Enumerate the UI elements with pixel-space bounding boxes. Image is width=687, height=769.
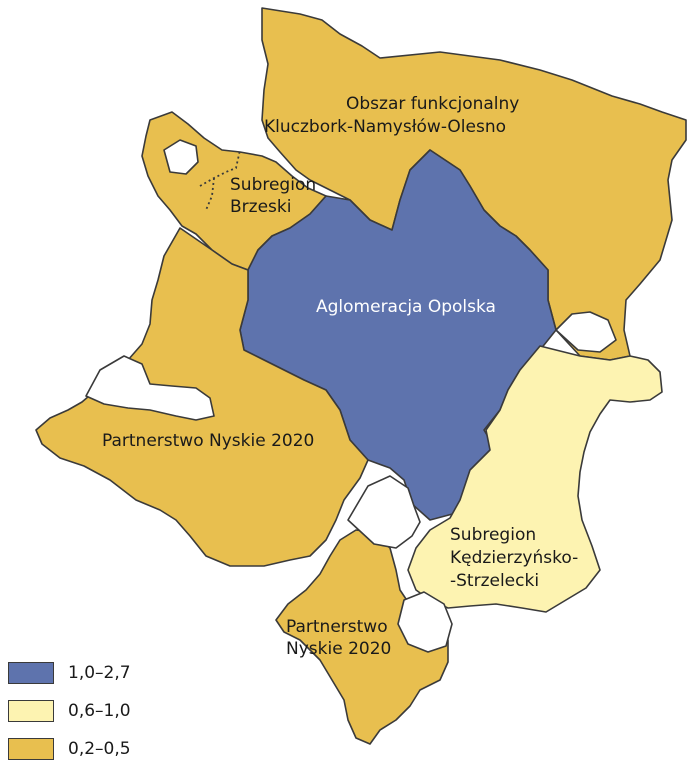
legend-swatch-mid <box>8 700 54 722</box>
legend-label-high: 1,0–2,7 <box>68 663 131 683</box>
region-kluczbork-namyslow-olesno[interactable] <box>261 7 687 361</box>
enclave-center-south <box>347 475 421 549</box>
dotted-border <box>199 149 241 211</box>
label-opolska: Aglomeracja Opolska <box>316 297 496 317</box>
label-kedzierzyn-line1: Subregion <box>450 525 536 545</box>
legend-label-mid: 0,6–1,0 <box>68 701 131 721</box>
label-kedzierzyn-line2: Kędzierzyńsko- <box>450 548 578 568</box>
label-brzeski-line1: Subregion <box>230 175 316 195</box>
enclave-east <box>555 311 617 353</box>
legend-label-low: 0,2–0,5 <box>68 739 131 759</box>
legend: 1,0–2,7 0,6–1,0 0,2–0,5 <box>8 654 208 768</box>
label-brzeski-line2: Brzeski <box>230 197 291 217</box>
label-nyskie-south-line1: Partnerstwo <box>286 617 388 637</box>
enclave-west <box>85 355 215 421</box>
legend-item-high: 1,0–2,7 <box>8 654 208 692</box>
legend-item-mid: 0,6–1,0 <box>8 692 208 730</box>
legend-item-low: 0,2–0,5 <box>8 730 208 768</box>
label-nyskie-south-line2: Nyskie 2020 <box>286 639 391 659</box>
label-kluczbork-line1: Obszar funkcjonalny <box>346 94 519 114</box>
enclave-north-west <box>163 139 199 175</box>
legend-swatch-low <box>8 738 54 760</box>
label-kedzierzyn-line3: -Strzelecki <box>450 571 539 591</box>
label-nyskie-north: Partnerstwo Nyskie 2020 <box>102 431 314 451</box>
legend-swatch-high <box>8 662 54 684</box>
region-partnerstwo-nyskie-south[interactable] <box>275 529 449 745</box>
region-kedzierzynsko-strzelecki[interactable] <box>407 345 663 613</box>
label-kluczbork-line2: Kluczbork-Namysłów-Olesno <box>264 117 506 137</box>
enclave-south <box>397 591 453 653</box>
